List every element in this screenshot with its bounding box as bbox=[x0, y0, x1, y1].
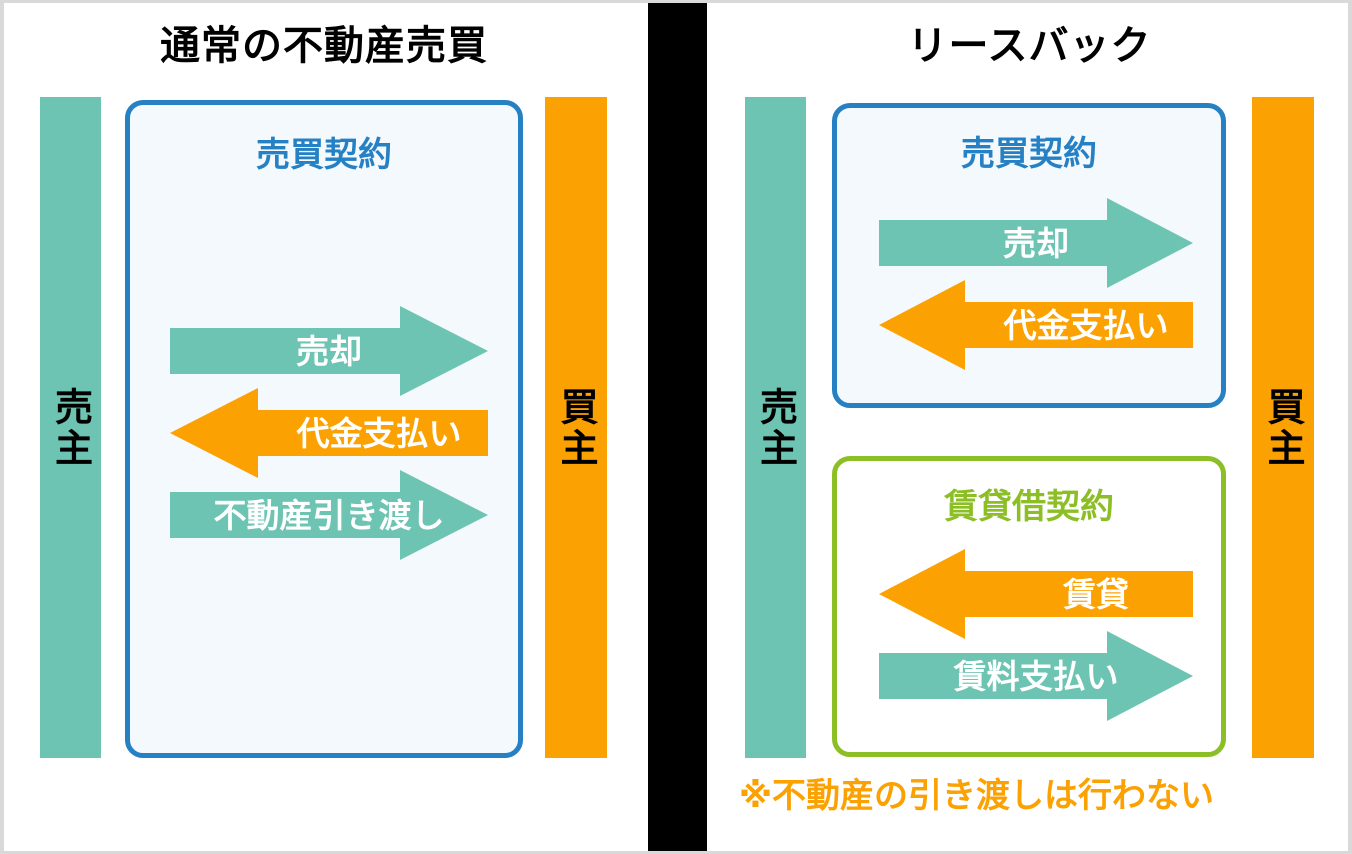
party-label-seller: 売主 bbox=[753, 386, 798, 469]
party-bar-seller-right: 売主 bbox=[745, 97, 806, 758]
party-label-seller: 売主 bbox=[48, 386, 93, 469]
arrow-left-sale-2: 代金支払い bbox=[170, 388, 488, 478]
contract-title-lease: 賃貸借契約 bbox=[944, 487, 1114, 527]
canvas-edge-right bbox=[1348, 0, 1352, 854]
canvas-edge-top bbox=[0, 0, 1352, 3]
arrow-left-lease-1: 賃貸 bbox=[879, 549, 1193, 639]
party-bar-buyer-left: 買主 bbox=[545, 97, 607, 758]
party-bar-seller-left: 売主 bbox=[40, 97, 101, 758]
panel-title-normal-sale: 通常の不動産売買 bbox=[160, 23, 488, 69]
arrow-right-lease-2: 賃料支払い bbox=[879, 631, 1193, 721]
arrow-left-lb-sale-2: 代金支払い bbox=[879, 280, 1193, 370]
canvas-edge-left bbox=[0, 0, 4, 854]
contract-box-sale-right: 売買契約 売却 代金支払い bbox=[832, 103, 1226, 408]
party-label-buyer: 買主 bbox=[554, 386, 598, 469]
arrow-right-sale-3: 不動産引き渡し bbox=[170, 470, 488, 560]
panel-divider bbox=[648, 0, 707, 854]
footnote-no-handover: ※不動産の引き渡しは行わない bbox=[739, 776, 1215, 816]
arrow-right-lb-sale-1: 売却 bbox=[879, 198, 1193, 288]
arrow-right-sale-1: 売却 bbox=[170, 306, 488, 396]
contract-title-sale-right: 売買契約 bbox=[961, 134, 1097, 174]
party-bar-buyer-right: 買主 bbox=[1252, 97, 1314, 758]
panel-lease-back: リースバック 売主 買主 売買契約 売却 代金支払い bbox=[707, 0, 1352, 854]
party-label-buyer: 買主 bbox=[1261, 386, 1305, 469]
panel-title-lease-back: リースバック bbox=[907, 23, 1152, 69]
contract-box-lease: 賃貸借契約 賃貸 賃料支払い bbox=[832, 456, 1226, 757]
canvas-edge-bottom bbox=[0, 851, 1352, 854]
contract-box-sale-left: 売買契約 売却 代金支払い 不動産引き渡し bbox=[125, 100, 523, 758]
contract-title-sale-left: 売買契約 bbox=[256, 135, 392, 175]
panel-normal-sale: 通常の不動産売買 売主 買主 売買契約 売却 代金支払い bbox=[0, 0, 648, 854]
